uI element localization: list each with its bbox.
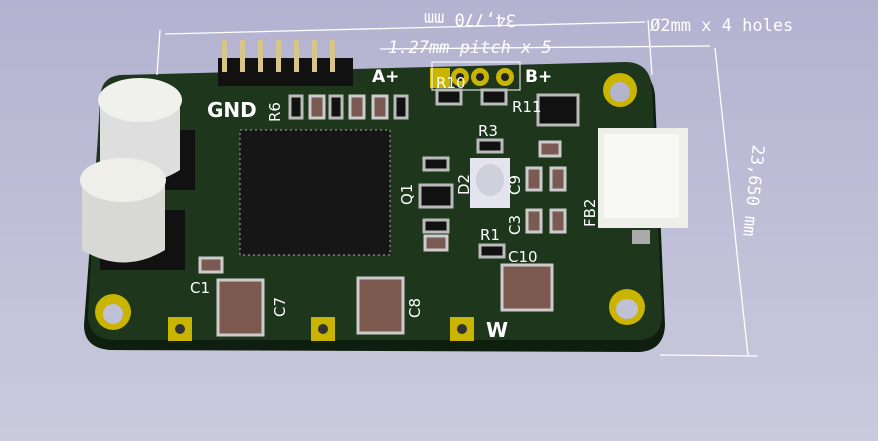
height-dimension: 23,650 mm <box>738 144 768 238</box>
mcu-chip <box>239 129 391 256</box>
silk-gnd: GND <box>207 98 257 122</box>
silk-b-plus: B+ <box>525 67 552 87</box>
reference-designators: R6 C1 C7 C8 C10 R1 R3 Q1 D2 FB2 R10 R11 … <box>190 74 599 318</box>
ref-r1: R1 <box>480 226 500 244</box>
ref-c1: C1 <box>190 279 210 297</box>
holes-note: Ø2mm x 4 holes <box>650 16 793 36</box>
ref-c3: C3 <box>506 215 524 235</box>
ref-q1: Q1 <box>398 184 416 205</box>
ref-c9: C9 <box>506 175 524 195</box>
resistors <box>288 88 580 259</box>
width-dimension: 34,770 mm <box>424 8 516 30</box>
ref-c10: C10 <box>508 248 538 266</box>
ref-r10: R10 <box>436 74 466 92</box>
ref-r11: R11 <box>512 98 542 116</box>
ref-fb2: FB2 <box>581 199 599 227</box>
usb-connector <box>598 128 688 244</box>
bottom-pads <box>168 317 474 341</box>
pin-header <box>218 40 353 86</box>
dimension-lines <box>156 19 759 357</box>
ref-r6: R6 <box>266 102 284 122</box>
ref-c8: C8 <box>406 298 424 318</box>
mounting-holes <box>95 73 645 330</box>
smd-components <box>198 94 567 337</box>
ref-c7: C7 <box>271 297 289 317</box>
ref-r3: R3 <box>478 122 498 140</box>
ref-d2: D2 <box>455 174 473 195</box>
pitch-note: 1.27mm pitch x 5 <box>388 38 552 58</box>
silk-a-plus: A+ <box>372 67 399 87</box>
top-pads <box>430 61 521 91</box>
led-lens <box>476 164 504 196</box>
silk-w: W <box>486 318 508 342</box>
electrolytic-capacitors <box>80 78 195 270</box>
